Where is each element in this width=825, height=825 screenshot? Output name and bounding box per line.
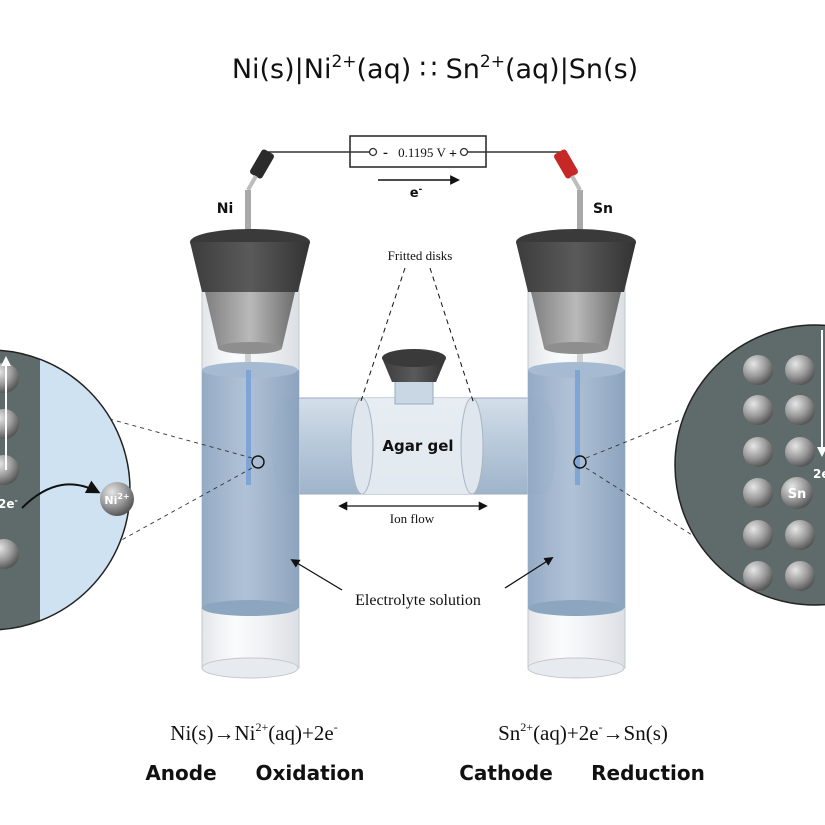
ni-electrode <box>246 370 251 485</box>
right-half-cell <box>516 229 636 679</box>
left-zoom-point <box>251 455 265 469</box>
agar-gel <box>362 398 472 494</box>
anode-label: Anode <box>145 761 216 785</box>
ni-ion <box>100 482 134 516</box>
left-half-reaction: Ni(s)→Ni2+(aq)+2e- <box>170 720 337 745</box>
reduction-label: Reduction <box>591 761 705 785</box>
voltmeter-plus: + <box>449 147 457 162</box>
voltmeter-reading: 0.1195 V <box>398 145 446 160</box>
electrode-label-ni: Ni <box>217 201 234 217</box>
right-half-reaction: Sn2+(aq)+2e-→Sn(s) <box>498 720 668 745</box>
sn-atom-label: Sn <box>788 487 807 502</box>
electrode-label-sn: Sn <box>593 201 613 217</box>
ni-ion-label: Ni2+ <box>104 492 129 507</box>
left-half-cell <box>190 229 310 679</box>
cell-notation: Ni(s)|Ni2+(aq) ∷ Sn2+(aq)|Sn(s) <box>232 52 638 85</box>
right-zoom-electrons: 2e <box>813 467 825 481</box>
electron-flow-arrow: e- <box>378 175 460 201</box>
ion-flow-label: Ion flow <box>390 511 435 526</box>
salt-bridge: Agar gel <box>272 349 556 495</box>
right-stopper <box>516 242 636 292</box>
right-zoom-point <box>573 455 587 469</box>
sn-atom <box>781 477 813 509</box>
right-zoom-view: Sn 2e <box>674 324 825 606</box>
notation-mid: (aq) ∷ Sn <box>357 54 480 85</box>
electrolyte-label: Electrolyte solution <box>355 592 481 609</box>
left-clip <box>246 149 274 191</box>
voltmeter-minus: - <box>383 145 388 161</box>
right-clip <box>554 149 582 191</box>
right-stopper-cone <box>531 292 621 348</box>
notation-ni-charge: 2+ <box>331 52 356 72</box>
left-stopper <box>190 242 310 292</box>
left-zoom-electrons: 2e- <box>0 496 18 511</box>
fritted-disks-label: Fritted disks <box>388 248 453 263</box>
agar-gel-label: Agar gel <box>382 437 453 455</box>
left-stopper-cone <box>205 292 295 348</box>
electron-flow-label: e- <box>410 185 423 201</box>
oxidation-label: Oxidation <box>256 761 365 785</box>
fritted-disk-right <box>460 397 484 495</box>
voltmeter: - 0.1195 V + <box>349 135 487 168</box>
notation-ni: Ni(s)|Ni <box>232 54 332 85</box>
fritted-disk-left <box>350 397 374 495</box>
notation-sn-charge: 2+ <box>480 52 505 72</box>
notation-tail: (aq)|Sn(s) <box>505 54 638 85</box>
sn-electrode <box>575 370 580 485</box>
cathode-label: Cathode <box>459 761 553 785</box>
